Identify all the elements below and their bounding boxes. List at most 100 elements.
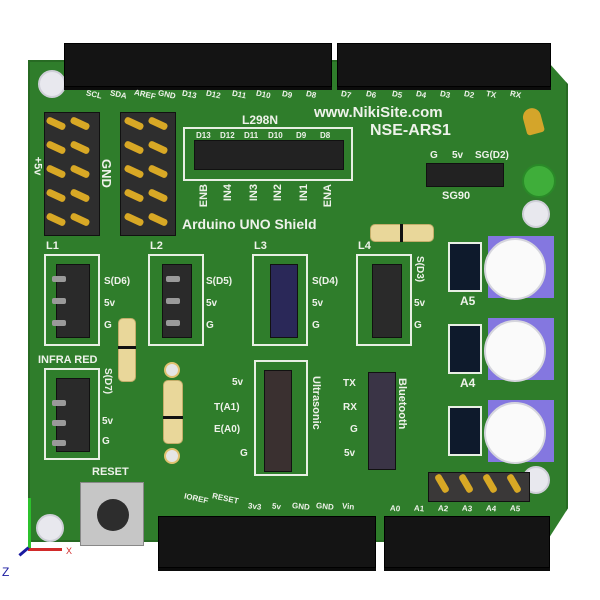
top-right-header (337, 43, 551, 87)
pin-label: D5 (391, 89, 404, 100)
pin-label: G (350, 424, 358, 435)
website-label: www.NikiSite.com (314, 104, 443, 121)
pin-label: ENA (322, 184, 334, 208)
pin-label: D11 (244, 131, 259, 140)
pin-label: E(A0) (214, 424, 241, 435)
infra-red-header (56, 378, 90, 452)
reset-button[interactable] (80, 482, 144, 546)
l1-title: L1 (46, 240, 59, 252)
x-axis-line (28, 548, 62, 551)
pin-label: D7 (340, 89, 353, 100)
l298n-outline (183, 127, 353, 181)
led (522, 164, 556, 198)
bottom-left-header (158, 516, 376, 568)
pin-label: G (104, 320, 112, 331)
pin-label: D10 (268, 131, 283, 140)
ultrasonic-title: Ultrasonic (310, 376, 322, 430)
via (164, 448, 180, 464)
pin-label: D8 (320, 131, 331, 140)
pin-label: IN3 (248, 184, 260, 202)
pot-connector (448, 242, 482, 292)
pin-label: IN2 (272, 184, 284, 202)
via (164, 362, 180, 378)
z-axis-line (18, 546, 30, 557)
pin-label: A4 (485, 503, 497, 514)
l298n-header (194, 140, 344, 170)
pot-connector (448, 324, 482, 374)
pin-label: 5v (414, 298, 426, 309)
pin-label: 5v (271, 501, 282, 512)
pin-label: T(A1) (214, 402, 240, 413)
l4-title: L4 (358, 240, 371, 252)
pin-label: SG(D2) (475, 150, 509, 161)
pin-label: D9 (281, 89, 294, 100)
pin-label: D2 (463, 89, 476, 100)
pin-label: 5v (206, 298, 218, 309)
l3-header (270, 264, 298, 338)
infra-red-outline (44, 368, 100, 460)
pin-label: D4 (415, 89, 428, 100)
pin-label: A3 (461, 503, 473, 514)
pin-label: G (240, 448, 248, 459)
pin-label: 5v (452, 150, 464, 161)
pin-label: TX (343, 378, 356, 389)
z-axis-label: Z (2, 565, 10, 579)
pin-label: IN4 (222, 184, 234, 202)
l2-title: L2 (150, 240, 163, 252)
pin-label: A2 (437, 503, 449, 514)
power-5v-label: +5v (31, 156, 44, 176)
l2-outline (148, 254, 204, 346)
resistor-vertical (163, 380, 183, 444)
pin-label: D8 (305, 89, 318, 100)
pin-label: D12 (220, 131, 235, 140)
pin-label: ENB (198, 184, 210, 208)
power-gnd-label: GND (98, 159, 114, 188)
mounting-hole (36, 514, 64, 542)
top-left-header (64, 43, 332, 87)
pin-label: IN1 (298, 184, 310, 202)
pot-label: A5 (460, 294, 476, 308)
pin-label: G (312, 320, 320, 331)
pin-label: D9 (296, 131, 307, 140)
pin-label: G (430, 150, 438, 161)
l4-outline (356, 254, 412, 346)
reset-button-cap[interactable] (97, 499, 129, 531)
shield-title: Arduino UNO Shield (182, 216, 317, 232)
pin-label: Vin (341, 501, 355, 512)
pin-label: D6 (365, 89, 378, 100)
reset-label: RESET (92, 466, 129, 478)
l3-title: L3 (254, 240, 267, 252)
ultrasonic-outline (254, 360, 308, 476)
resistor-vertical (118, 318, 136, 382)
pin-label: GND (315, 501, 335, 512)
bluetooth-title: Bluetooth (396, 378, 408, 430)
pin-label: 5v (104, 298, 116, 309)
pin-label: G (102, 436, 110, 447)
pin-label: A1 (413, 503, 425, 514)
l1-outline (44, 254, 100, 346)
sg90-title: SG90 (442, 190, 471, 202)
pin-label: G (206, 320, 214, 331)
model-label: NSE-ARS1 (370, 122, 451, 139)
pin-label: RX (343, 402, 357, 413)
pin-label: S(D5) (206, 276, 233, 287)
pin-label: S(D7) (102, 368, 113, 395)
l298n-title: L298N (242, 113, 279, 127)
pin-label: S(D6) (104, 276, 131, 287)
bottom-right-header (384, 516, 550, 568)
pot-knob (484, 320, 546, 382)
pin-label: S(D3) (414, 256, 425, 283)
pin-label: D3 (439, 89, 452, 100)
pot-label: A4 (460, 376, 476, 390)
pin-label: 5v (344, 448, 356, 459)
x-axis-label: X (66, 546, 73, 556)
ultrasonic-header (264, 370, 292, 472)
y-axis-line (28, 498, 31, 550)
pin-label: A5 (509, 503, 521, 514)
pot-knob (484, 402, 546, 464)
pin-label: S(D4) (312, 276, 339, 287)
pin-label: TX (485, 89, 498, 100)
l3-outline (252, 254, 308, 346)
pin-label: GND (291, 501, 311, 512)
pin-label: G (414, 320, 422, 331)
